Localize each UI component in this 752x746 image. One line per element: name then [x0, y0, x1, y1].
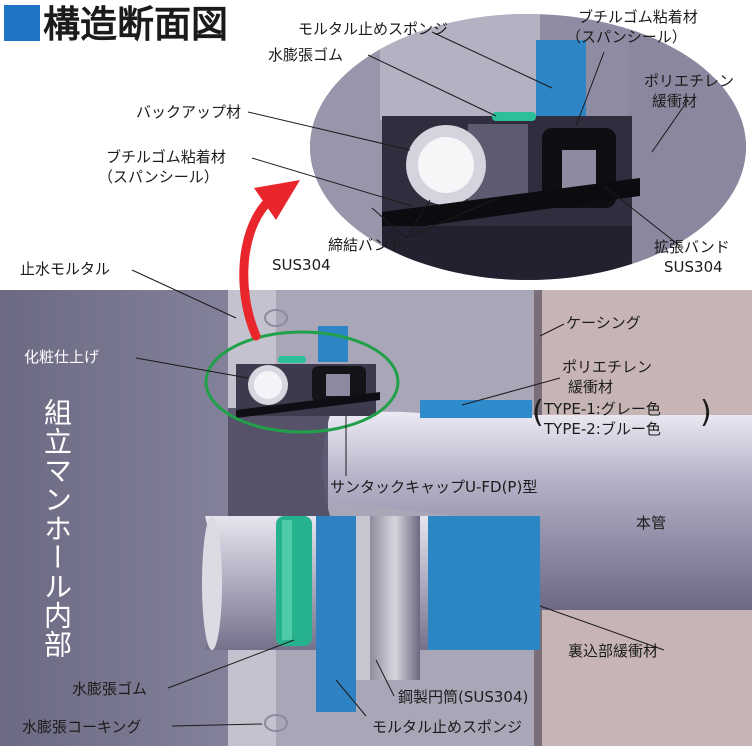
label-expansion-band: 拡張バンド: [654, 238, 730, 256]
label-product: サンタックキャップU-FD(P)型: [330, 478, 538, 496]
mortar-stop-sponge-lower: [316, 516, 356, 712]
label-butyl-rubber-top: ブチルゴム粘着材: [578, 8, 698, 26]
label-polyethylene-main: ポリエチレン: [562, 358, 653, 376]
water-swell-rubber-upper: [278, 356, 306, 363]
label-steel-cylinder: 鋼製円筒(SUS304): [398, 688, 529, 706]
label-fastening-band: 締結バンド: [328, 236, 404, 254]
main-pipe: [300, 411, 752, 610]
steel-cylinder: [370, 516, 420, 680]
label-polyethylene-main-sub: 緩衝材: [568, 378, 614, 396]
zoom-backup-rod-inner: [418, 137, 474, 193]
highlight-ellipse: [204, 330, 400, 434]
zoom-rubber: [492, 112, 536, 121]
zoom-fastening-band: [382, 178, 640, 232]
label-casing: ケーシング: [566, 314, 641, 332]
label-backup-material: バックアップ材: [136, 103, 242, 121]
page-title-text: 構造断面図: [43, 3, 228, 46]
leader-lines: [131, 31, 689, 727]
back-buffer-block: [428, 516, 540, 650]
label-water-swell-caulking: 水膨張コーキング: [22, 718, 142, 736]
label-water-swell-rubber-top: 水膨張ゴム: [268, 46, 344, 64]
main-section: [0, 180, 752, 746]
label-butyl-rubber-left: ブチルゴム粘着材: [106, 148, 226, 166]
label-expansion-band-sub: SUS304: [664, 258, 723, 276]
mortar-stop-sponge-upper: [318, 326, 348, 362]
zoom-arrow: [239, 193, 277, 341]
zoom-lower: [382, 226, 632, 280]
brace-left: (: [532, 395, 544, 430]
pipe-end: [202, 516, 222, 650]
label-butyl-rubber-left-sub: （スパンシール）: [98, 168, 219, 186]
manhole-wall: [0, 290, 232, 746]
label-water-swell-rubber-main: 水膨張ゴム: [72, 680, 148, 698]
mortar-joint: [264, 714, 288, 732]
sleeve: [228, 415, 330, 516]
zoom-expansion-core: [562, 150, 596, 190]
brace-right: ): [700, 395, 712, 430]
mortar-joint: [264, 309, 288, 327]
label-main-pipe: 本管: [636, 514, 667, 532]
steel-cylinder-rim: [356, 516, 370, 680]
label-polyethylene-top-sub: 緩衝材: [652, 92, 698, 110]
label-polyethylene-top: ポリエチレン: [644, 72, 735, 90]
label-back-buffer: 裏込部緩衝材: [568, 642, 659, 660]
fastening-band: [236, 392, 380, 418]
rubber-highlight: [282, 520, 292, 640]
label-mortar-stop-sponge-main: モルタル止めスポンジ: [372, 718, 523, 736]
zoom-sponge: [536, 40, 586, 122]
zoom-arrowhead: [254, 180, 300, 220]
label-fastening-band-sub: SUS304: [272, 256, 331, 274]
label-water-stop-mortar: 止水モルタル: [20, 260, 111, 278]
page-title: 構造断面図: [4, 2, 228, 48]
backup-rod-inner: [254, 371, 282, 399]
label-type1: TYPE-1:グレー色: [544, 400, 661, 418]
title-square-icon: [4, 5, 40, 41]
label-type2: TYPE-2:ブルー色: [544, 420, 661, 438]
label-butyl-rubber-top-sub: （スパンシール）: [566, 28, 687, 46]
label-mortar-stop-sponge-top: モルタル止めスポンジ: [298, 20, 449, 38]
expansion-band-core: [326, 374, 350, 396]
polyethylene-buffer-strip: [420, 400, 532, 418]
water-swell-rubber-lower: [276, 516, 312, 646]
vertical-label-manhole-interior: 組立マンホール内部: [40, 398, 73, 659]
label-cosmetic-finish: 化粧仕上げ: [24, 348, 100, 366]
